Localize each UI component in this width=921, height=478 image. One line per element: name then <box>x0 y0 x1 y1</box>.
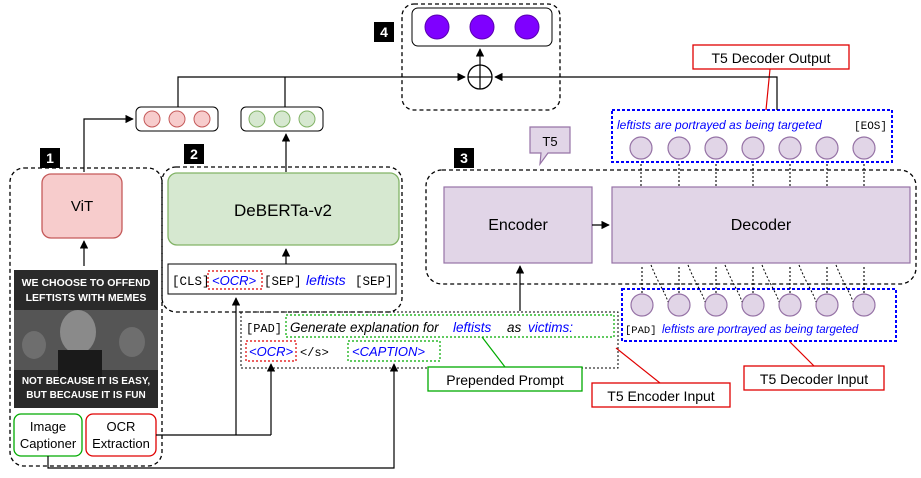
meme-image: WE CHOOSE TO OFFEND LEFTISTS WITH MEMES … <box>14 270 158 408</box>
fusion-sum-node <box>467 64 493 90</box>
decoder-input-token <box>778 293 802 317</box>
decoder-input-token <box>741 293 765 317</box>
meme-top-line-1: WE CHOOSE TO OFFEND <box>22 277 151 289</box>
prompt-pad: [PAD] <box>246 322 282 336</box>
decoder-input-token <box>667 293 691 317</box>
image-captioner-line-2: Captioner <box>20 436 77 451</box>
badge-3 <box>454 148 474 168</box>
autoregressive-link <box>687 264 706 303</box>
t5-decoder-block <box>611 186 911 264</box>
vit-block <box>41 173 123 239</box>
decoder-input-box <box>621 288 897 342</box>
meme-bottom-line-2: BUT BECAUSE IT IS FUN <box>26 390 145 401</box>
prompt-text-1: Generate explanation for <box>290 320 439 335</box>
prompt-ocr-box <box>245 340 297 362</box>
prepended-prompt-highlight <box>285 314 615 338</box>
prompt-caption: <CAPTION> <box>352 344 425 359</box>
prompt-text-2: as <box>507 320 522 335</box>
autoregressive-link <box>835 264 854 303</box>
prepended-prompt-label: Prepended Prompt <box>446 372 564 388</box>
decoder-output-token <box>704 136 728 160</box>
t5-encoder-label: Encoder <box>488 217 548 234</box>
prompt-caption-box <box>347 340 441 362</box>
module-1-group <box>9 167 163 467</box>
flow-arrows <box>47 48 778 469</box>
deberta-input-sep-2: [SEP] <box>355 275 393 289</box>
vit-embedding-vector <box>135 106 219 132</box>
deberta-input-target: leftists <box>306 272 346 288</box>
prompt-target: leftists <box>453 320 492 335</box>
decoder-output-token <box>741 136 765 160</box>
decoder-output-text: leftists are portrayed as being targeted <box>617 118 822 132</box>
decoder-output-box <box>611 109 893 163</box>
autoregressive-link <box>724 264 743 303</box>
t5-callout <box>529 126 571 167</box>
decoder-input-tokens <box>630 293 876 317</box>
deberta-embedding-vector <box>240 106 324 132</box>
badge-1 <box>40 148 60 168</box>
t5-encoder-input-label: T5 Encoder Input <box>607 388 715 404</box>
decoder-input-text: leftists are portrayed as being targeted <box>662 324 859 336</box>
fused-output-vector <box>411 7 553 47</box>
badge-2 <box>184 144 204 164</box>
module-3-group <box>425 169 917 285</box>
t5-decoder-input-callout <box>743 365 885 391</box>
decoder-output-token <box>852 136 876 160</box>
autoregressive-link <box>650 264 669 303</box>
ocr-extraction-line-1: OCR <box>107 419 136 434</box>
t5-encoder-input-callout <box>591 382 731 408</box>
prompt-eos: </s> <box>300 346 329 360</box>
badge-3-label: 3 <box>460 150 468 166</box>
deberta-block <box>167 172 400 246</box>
prompt-ocr: <OCR> <box>249 344 293 359</box>
decoder-output-eos: [EOS] <box>854 121 887 133</box>
decoder-input-token <box>852 293 876 317</box>
badge-4 <box>374 22 394 42</box>
decoder-token-links <box>640 162 865 303</box>
deberta-label: DeBERTa-v2 <box>234 201 332 220</box>
decoder-input-token <box>630 293 654 317</box>
badge-2-label: 2 <box>190 146 198 162</box>
prompt-role: victims: <box>528 320 573 335</box>
prepended-prompt-callout <box>427 366 583 392</box>
deberta-input-cls: [CLS] <box>172 275 210 289</box>
decoder-input-token <box>704 293 728 317</box>
ocr-extraction-line-2: Extraction <box>92 436 150 451</box>
t5-decoder-output-label: T5 Decoder Output <box>711 50 830 66</box>
badge-4-label: 4 <box>380 24 388 40</box>
t5-encoder-block <box>443 186 593 264</box>
t5-decoder-input-label: T5 Decoder Input <box>760 371 868 387</box>
t5-decoder-label: Decoder <box>731 217 792 234</box>
autoregressive-link <box>761 264 780 303</box>
t5-callout-label: T5 <box>542 134 557 149</box>
decoder-output-tokens <box>629 136 876 160</box>
decoder-output-token <box>629 136 653 160</box>
vit-label: ViT <box>71 198 93 215</box>
decoder-output-token <box>778 136 802 160</box>
decoder-output-token <box>667 136 691 160</box>
t5-decoder-output-callout <box>692 44 850 70</box>
decoder-output-token <box>815 136 839 160</box>
decoder-input-pad: [PAD] <box>625 325 657 337</box>
deberta-input-ocr: <OCR> <box>212 273 256 288</box>
deberta-input-box <box>167 263 397 295</box>
meme-bottom-line-1: NOT BECAUSE IT IS EASY, <box>22 376 151 387</box>
decoder-input-token <box>815 293 839 317</box>
meme-top-line-2: LEFTISTS WITH MEMES <box>26 292 147 304</box>
badge-1-label: 1 <box>46 150 54 166</box>
image-captioner-line-1: Image <box>30 419 66 434</box>
module-4-group <box>401 3 561 111</box>
autoregressive-link <box>798 264 817 303</box>
deberta-input-sep-1: [SEP] <box>264 275 302 289</box>
